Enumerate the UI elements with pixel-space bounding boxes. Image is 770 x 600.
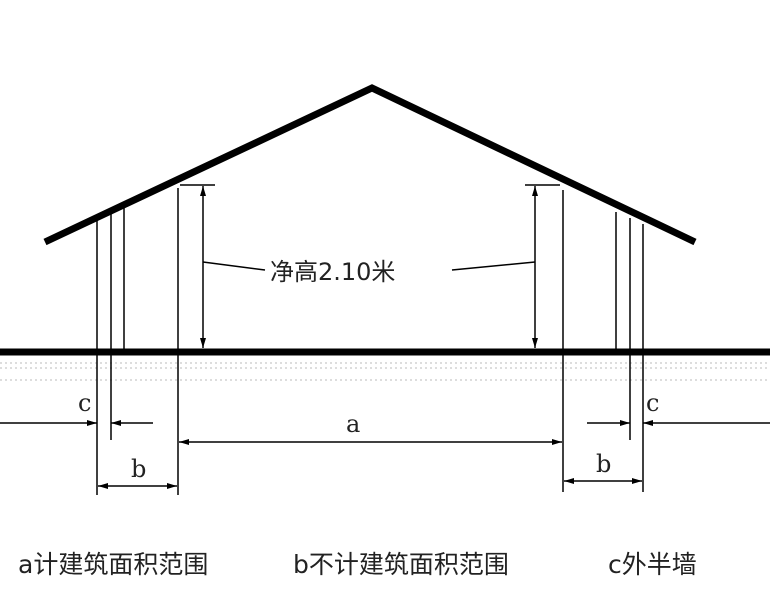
dimension-c-left-label: c <box>78 389 91 417</box>
clear-height-label: 净高2.10米 <box>270 258 395 286</box>
dimension-b-right-label: b <box>596 450 611 478</box>
legend-a: a计建筑面积范围 <box>18 550 209 579</box>
clear-height-dimension <box>180 184 560 348</box>
dimension-a-label: a <box>346 410 360 438</box>
dimension-b-left-label: b <box>131 455 146 483</box>
roof-line <box>43 84 697 246</box>
left-wall-lines <box>96 188 179 495</box>
legend-c: c外半墙 <box>608 550 697 579</box>
floor-hatch <box>0 362 770 381</box>
right-wall-lines <box>562 190 644 492</box>
dimension-c-right-label: c <box>646 389 659 417</box>
legend-b: b不计建筑面积范围 <box>293 550 509 579</box>
